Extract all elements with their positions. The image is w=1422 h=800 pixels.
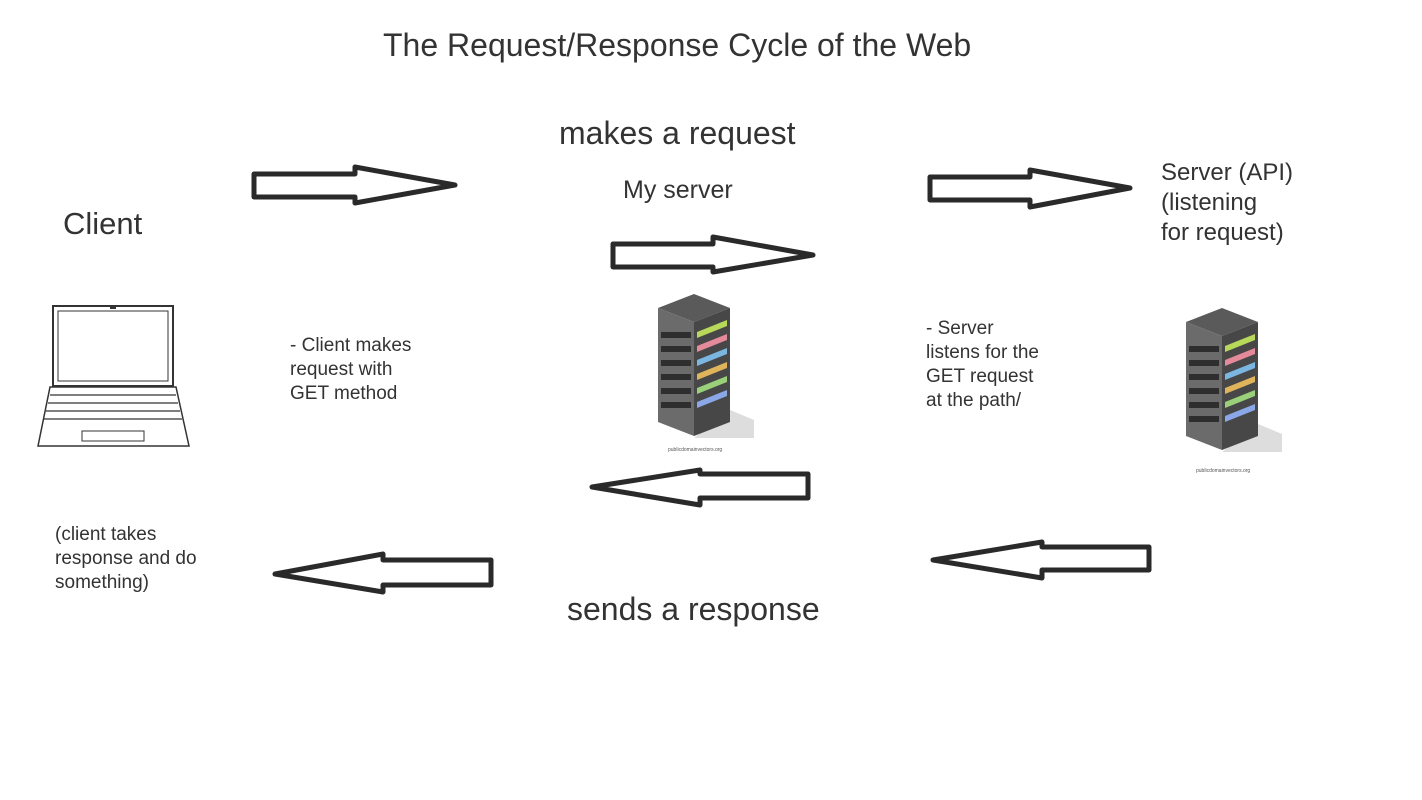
server-rack-icon: [1186, 308, 1282, 452]
response-arrow-server-to-client: [272, 551, 494, 595]
server-api-label: Server (API) (listening for request): [1161, 159, 1294, 246]
request-arrow-client-to-server: [251, 164, 458, 206]
image-credit: publicdomainvectors.org: [1196, 468, 1251, 474]
request-arrow-myserver: [610, 234, 816, 275]
diagram-title: The Request/Response Cycle of the Web: [383, 27, 972, 63]
sends-response-label: sends a response: [567, 591, 820, 627]
image-credit: publicdomainvectors.org: [668, 447, 723, 453]
server-listen-note: - Server listens for the GET request at …: [926, 318, 1039, 411]
makes-request-label: makes a request: [559, 115, 796, 151]
response-arrow-api-to-server: [930, 539, 1152, 581]
response-arrow-myserver: [589, 467, 811, 508]
request-arrow-server-to-api: [927, 167, 1133, 210]
client-response-note: (client takes response and do something): [55, 524, 197, 593]
server-rack-icon: [658, 294, 754, 438]
my-server-label: My server: [623, 176, 733, 204]
client-label: Client: [63, 206, 143, 241]
laptop-icon: [37, 305, 190, 447]
client-request-note: - Client makes request with GET method: [290, 335, 412, 404]
